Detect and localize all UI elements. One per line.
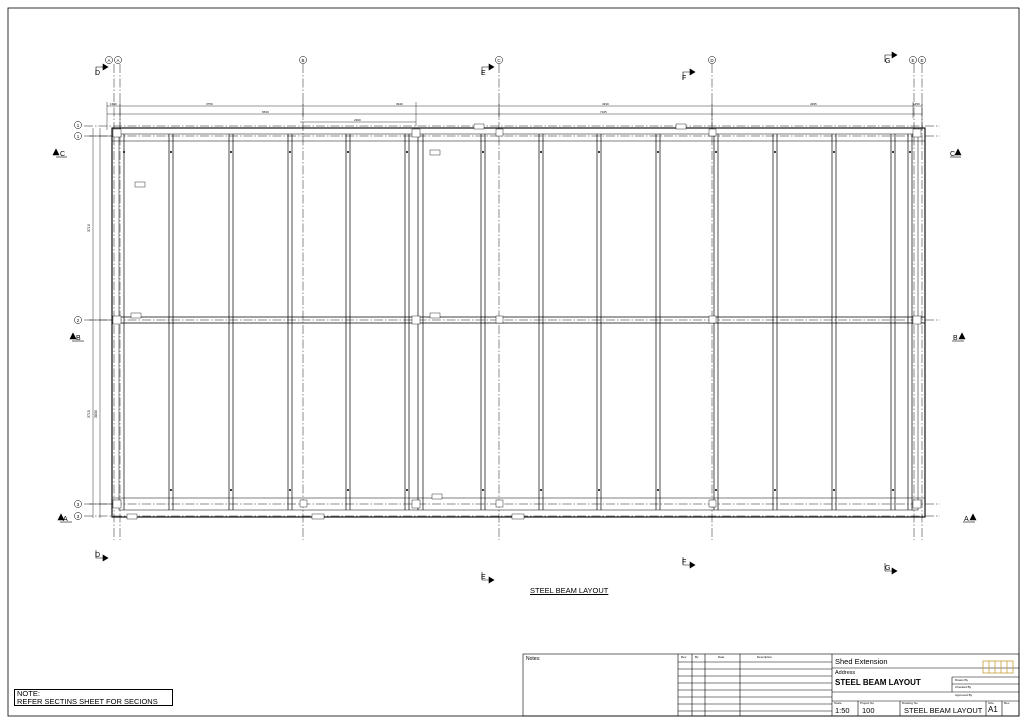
section-marker-labels: D E F G D E F G C C B B A A (60, 58, 969, 581)
dim-top-1: 1350 (110, 102, 117, 106)
grid-label-3a: 3 (77, 502, 80, 507)
grid-bubbles (74, 56, 926, 520)
grid-label-1a: 1 (77, 123, 80, 128)
section-A-left: A (63, 516, 68, 523)
project-no-value: 100 (862, 706, 875, 715)
grid-label-2: 2 (77, 318, 80, 323)
section-C-right: C (950, 151, 955, 158)
grid-label-E2: E (920, 58, 923, 63)
section-A-right: A (964, 516, 969, 523)
section-B-left: B (76, 335, 81, 342)
dim-left-3: 3830 (94, 410, 98, 418)
section-F-bottom: F (682, 559, 686, 566)
dim-top-5: 4395 (810, 102, 817, 106)
grid-bubble-labels: A A B C D E E 1 1 2 3 3 (77, 58, 924, 519)
size-label: Size (988, 701, 994, 705)
title-block-drawing-title: STEEL BEAM LAYOUT (835, 678, 921, 687)
rev-header-date: Date (718, 655, 725, 659)
section-B-right: B (953, 335, 958, 342)
dim-top-2: 3750 (206, 102, 213, 106)
dim-left-1: 3710 (87, 224, 91, 232)
grid-label-B: B (301, 58, 304, 63)
checked-by-label: Checked By (955, 685, 972, 689)
connection-plates (112, 123, 922, 520)
size-value: A1 (988, 705, 998, 714)
rev-header-rev: Rev (681, 655, 687, 659)
scale-value: 1:50 (835, 706, 850, 715)
project-no-label: Project No (860, 701, 875, 705)
dim-top-3: 3940 (396, 102, 403, 106)
dim-low-1: 2300 (354, 118, 361, 122)
drawn-by-label: Drawn By (955, 678, 969, 682)
grid-label-1b: 1 (77, 134, 80, 139)
section-G-top: G (885, 58, 890, 65)
section-D-bottom: D (95, 552, 100, 559)
section-F-top: F (682, 75, 686, 82)
steel-frame (111, 127, 926, 518)
notes-label: Notes: (526, 656, 541, 662)
rev-header-description: Description (757, 655, 773, 659)
rev-label: Rev (1004, 701, 1010, 705)
rafters (123, 134, 913, 510)
drawing-no-label: Drawing No (902, 701, 918, 705)
grid-lines (84, 64, 940, 540)
left-dimensions (89, 128, 115, 518)
project-name: Shed Extension (835, 657, 888, 666)
section-C-left: C (60, 151, 65, 158)
bolt-marks (123, 151, 911, 491)
title-block (522, 653, 1020, 717)
dim-mid-2: 7105 (600, 110, 607, 114)
grid-label-3b: 3 (77, 514, 80, 519)
note-text: REFER SECTINS SHEET FOR SECIONS (17, 696, 158, 706)
note-box: NOTE: REFER SECTINS SHEET FOR SECIONS (14, 689, 173, 706)
grid-label-A1: A (107, 58, 110, 63)
section-E-bottom: E (481, 574, 486, 581)
grid-label-E1: E (911, 58, 914, 63)
grid-label-D: D (710, 58, 714, 63)
scale-label: Scale (834, 701, 842, 705)
rev-header-by: By (695, 655, 699, 659)
drawing-no-value: STEEL BEAM LAYOUT (904, 706, 983, 715)
section-D-top: D (95, 70, 100, 77)
dim-mid-1: 6530 (262, 110, 269, 114)
section-markers (52, 51, 977, 584)
grid-label-C: C (497, 58, 501, 63)
grid-label-A2: A (116, 58, 119, 63)
dim-left-2: 3715 (87, 410, 91, 418)
sheet-border (7, 7, 1020, 717)
company-logo (982, 660, 1014, 674)
address-label: Address (835, 670, 856, 676)
section-E-top: E (481, 70, 486, 77)
dim-top-6: 1350 (913, 102, 920, 106)
section-G-bottom: G (885, 565, 890, 572)
approved-by-label: Approved By (955, 693, 973, 697)
dim-top-4: 4330 (602, 102, 609, 106)
drawing-title: STEEL BEAM LAYOUT (530, 586, 609, 595)
note-heading: NOTE: (17, 689, 40, 698)
